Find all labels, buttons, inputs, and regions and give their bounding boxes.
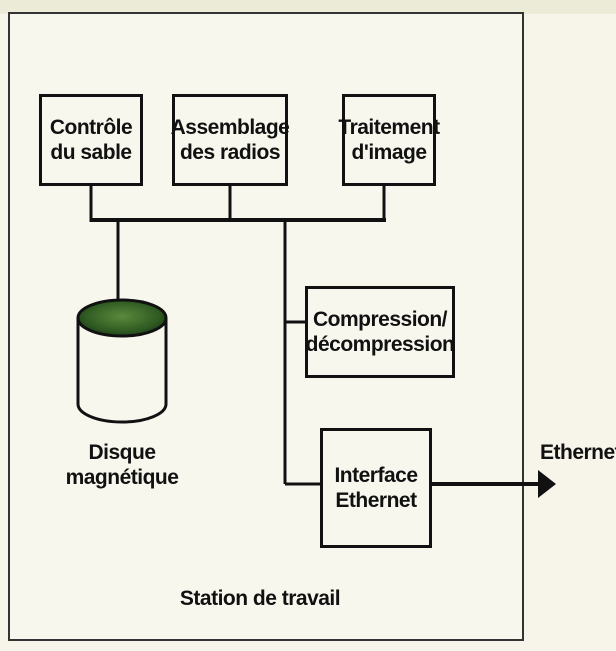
box-traitement-image: Traitement d'image bbox=[338, 94, 440, 186]
station-label: Station de travail bbox=[179, 587, 341, 610]
box-assemblage-radios: Assemblage des radios bbox=[171, 94, 290, 186]
disk-body bbox=[76, 318, 168, 424]
disk-label: Disque magnétique bbox=[65, 441, 179, 490]
box-controle-sable: Contrôle du sable bbox=[39, 94, 143, 186]
ethernet-label: Ethernet bbox=[540, 441, 616, 464]
ethernet-arrowhead bbox=[538, 470, 556, 498]
scan-strip bbox=[0, 0, 616, 14]
disk-top bbox=[76, 298, 168, 338]
box-compression: Compression/ décompression bbox=[305, 286, 455, 378]
box-interface-ethernet: Interface Ethernet bbox=[320, 428, 432, 548]
